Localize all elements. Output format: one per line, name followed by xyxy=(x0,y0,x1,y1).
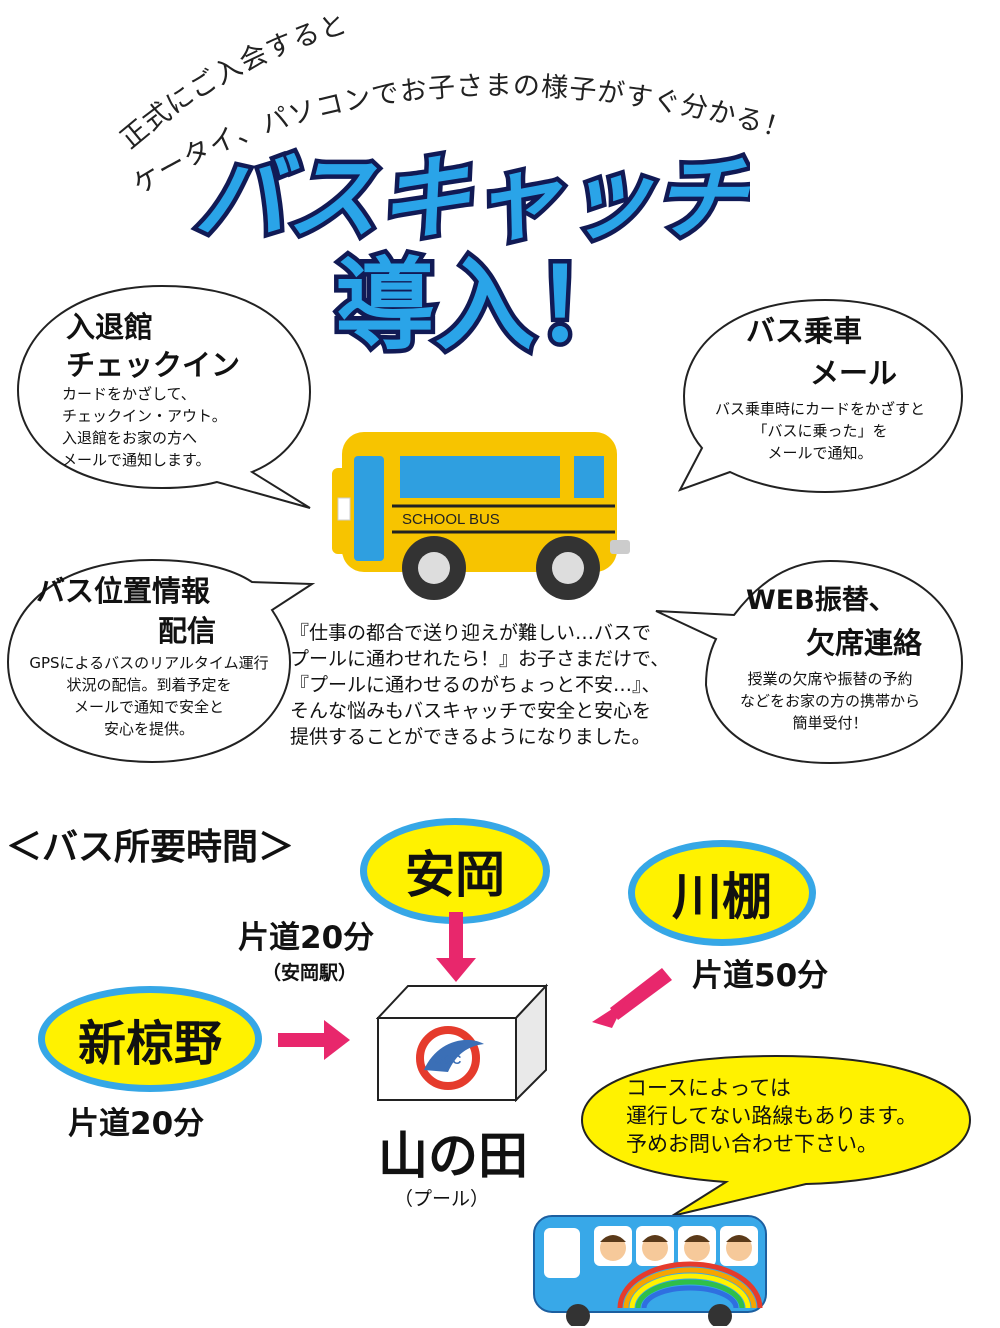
center-line: そんな悩みもバスキャッチで安全と安心を xyxy=(290,700,652,722)
station-kawatana: 川棚 xyxy=(628,840,816,946)
checkin-body-line: チェックイン・アウト。 xyxy=(62,407,227,425)
web-title-2: 欠席連絡 xyxy=(806,626,923,660)
boarding-body-line: 「バスに乗った」を xyxy=(752,422,888,440)
web-title-1: WEB振替、 xyxy=(746,585,896,616)
station-shinmukuno: 新椋野 xyxy=(38,986,262,1092)
title-line2: 導入！ xyxy=(335,247,635,364)
station-yasuoka: 安岡 xyxy=(360,818,550,924)
note-line: コースによっては xyxy=(626,1076,791,1100)
checkin-body: カードをかざして、 チェックイン・アウト。 入退館をお家の方へ メールで通知しま… xyxy=(62,383,227,471)
destination-box: SSC xyxy=(376,983,548,1102)
kawatana-time: 片道50分 xyxy=(692,958,829,994)
kids-bus-illustration xyxy=(533,1215,767,1326)
location-body-line: 状況の配信。到着予定を xyxy=(66,676,232,694)
checkin-body-line: 入退館をお家の方へ xyxy=(62,429,198,447)
checkin-title-2: チェックイン xyxy=(66,348,241,382)
bus-label: SCHOOL BUS xyxy=(402,511,500,528)
yasuoka-time: 片道20分 xyxy=(238,920,375,956)
route-heading: ＜バス所要時間＞ xyxy=(6,827,295,868)
web-body: 授業の欠席や振替の予約 などをお家の方の携帯から 簡単受付！ xyxy=(710,668,950,734)
location-title-2: 配信 xyxy=(158,614,217,648)
location-body-line: メールで通知で安全と xyxy=(73,698,224,716)
center-paragraph: 『仕事の都合で送り迎えが難しい…バスで プールに通わせれたら！』お子さまだけで、… xyxy=(290,620,669,750)
school-bus-illustration: SCHOOL BUS xyxy=(332,432,630,600)
boarding-body-line: バス乗車時にカードをかざすと xyxy=(714,400,925,418)
kawatana-name: 川棚 xyxy=(672,868,772,926)
web-body-line: 授業の欠席や振替の予約 xyxy=(747,670,913,688)
location-title-1: バス位置情報 xyxy=(36,574,211,608)
note-text: コースによっては 運行してない路線もあります。 予めお問い合わせ下さい。 xyxy=(626,1074,917,1158)
shinmukuno-time: 片道20分 xyxy=(68,1106,205,1142)
boarding-body: バス乗車時にカードをかざすと 「バスに乗った」を メールで通知。 xyxy=(690,398,950,464)
yasuoka-sub: （安岡駅） xyxy=(262,962,358,984)
destination-name: 山の田 xyxy=(378,1127,528,1185)
boarding-body-line: メールで通知。 xyxy=(767,444,873,462)
center-line: 『プールに通わせるのがちょっと不安…』、 xyxy=(290,674,661,696)
center-line: 提供することができるようになりました。 xyxy=(290,726,651,748)
destination-sub: （プール） xyxy=(394,1188,490,1210)
location-body: GPSによるバスのリアルタイム運行 状況の配信。到着予定を メールで通知で安全と… xyxy=(14,652,284,740)
web-body-line: 簡単受付！ xyxy=(792,714,868,732)
bubble-location-shape xyxy=(6,558,316,764)
ssc-logo-text: SSC xyxy=(435,1052,462,1067)
yasuoka-name: 安岡 xyxy=(405,846,505,904)
title-line1: バスキャッチ xyxy=(194,145,750,252)
checkin-body-line: メールで通知します。 xyxy=(62,451,211,469)
main-title: バスキャッチ 導入！ xyxy=(190,141,750,366)
boarding-title-2: メール xyxy=(810,356,898,390)
tagline-arc: 正式にご入会すると ケータイ、パソコンでお子さまの様子がすぐ分かる！ xyxy=(115,9,794,200)
location-body-line: 安心を提供。 xyxy=(103,720,194,738)
note-line: 運行してない路線もあります。 xyxy=(626,1104,918,1128)
shinmukuno-name: 新椋野 xyxy=(77,1016,222,1072)
checkin-title-1: 入退館 xyxy=(66,310,154,344)
checkin-body-line: カードをかざして、 xyxy=(62,385,196,403)
bubble-web-shape xyxy=(655,559,964,765)
bubble-boarding-shape xyxy=(677,298,964,494)
location-body-line: GPSによるバスのリアルタイム運行 xyxy=(29,654,269,672)
center-line: 『仕事の都合で送り迎えが難しい…バスで xyxy=(290,622,652,644)
boarding-title-1: バス乗車 xyxy=(746,314,863,348)
note-line: 予めお問い合わせ下さい。 xyxy=(626,1132,878,1156)
web-body-line: などをお家の方の携帯から xyxy=(739,692,920,710)
center-line: プールに通わせれたら！』お子さまだけで、 xyxy=(290,648,670,670)
bubble-checkin-shape xyxy=(16,284,312,509)
note-bubble-shape xyxy=(580,1054,972,1217)
